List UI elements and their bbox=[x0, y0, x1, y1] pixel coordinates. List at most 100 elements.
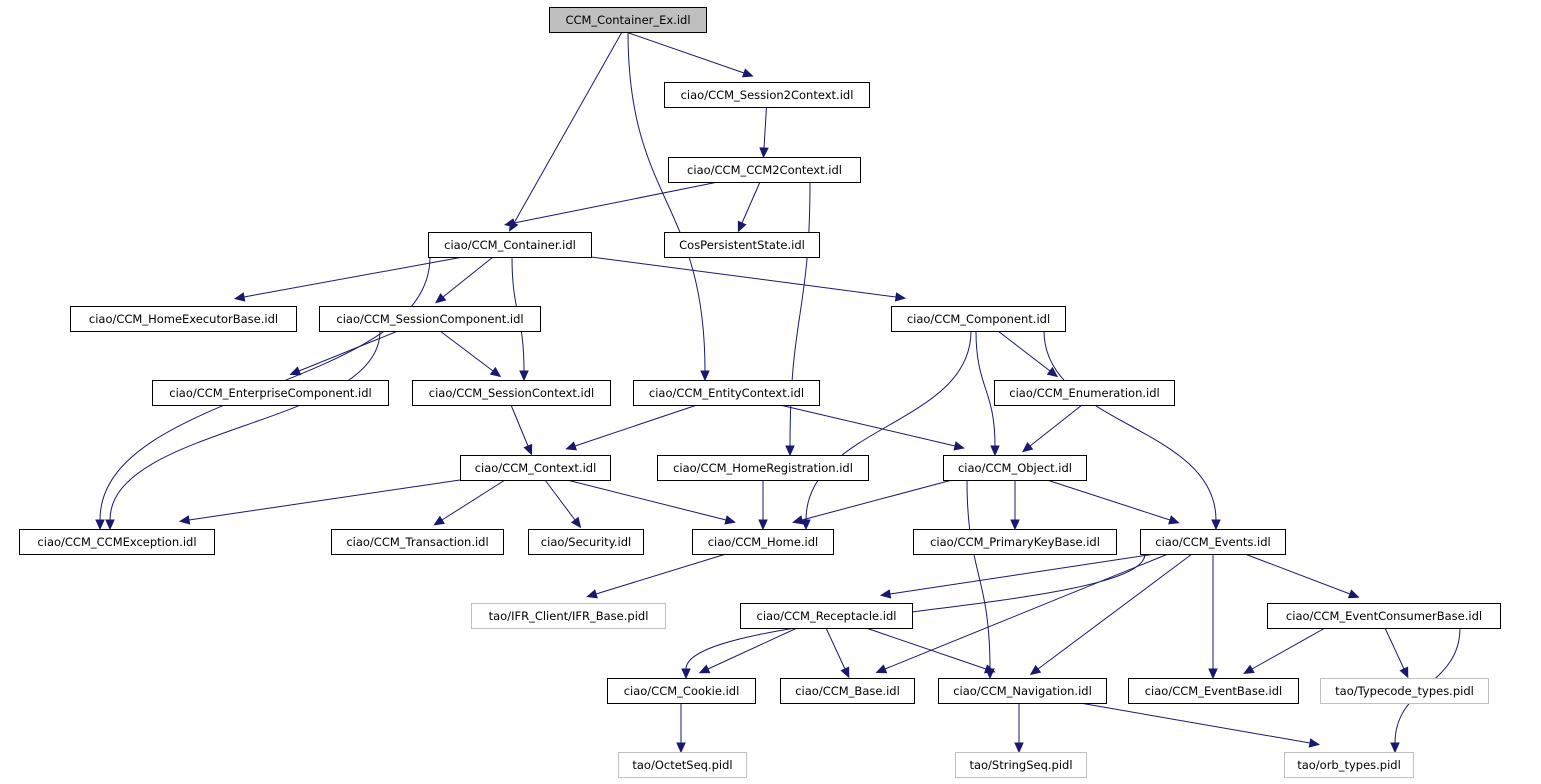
edge-context-to-ccmexc bbox=[188, 479, 461, 521]
node-sessctx[interactable]: ciao/CCM_SessionContext.idl bbox=[412, 380, 611, 406]
node-box[interactable] bbox=[19, 529, 215, 555]
node-box[interactable] bbox=[331, 529, 504, 555]
node-label: ciao/CCM_Receptacle.idl bbox=[757, 609, 897, 623]
node-transaction[interactable]: ciao/CCM_Transaction.idl bbox=[331, 529, 504, 555]
node-box[interactable] bbox=[460, 455, 611, 481]
node-label: ciao/CCM_Component.idl bbox=[907, 312, 1050, 326]
node-box[interactable] bbox=[471, 603, 666, 629]
edge-object-to-events bbox=[1046, 479, 1171, 521]
node-label: ciao/CCM_SessionContext.idl bbox=[429, 386, 594, 400]
arrowhead-container-to-component bbox=[894, 292, 907, 302]
node-box[interactable] bbox=[528, 529, 644, 555]
edge-component-to-object bbox=[975, 330, 996, 447]
edge-ccm2ctx-to-homereg bbox=[789, 181, 811, 447]
edge-enumeration-to-object bbox=[1029, 404, 1083, 447]
node-octetseq[interactable]: tao/OctetSeq.pidl bbox=[618, 752, 747, 778]
node-label: ciao/CCM_Context.idl bbox=[475, 461, 597, 475]
node-box[interactable] bbox=[657, 455, 869, 481]
node-evconsumer[interactable]: ciao/CCM_EventConsumerBase.idl bbox=[1267, 603, 1501, 629]
node-box[interactable] bbox=[668, 157, 861, 183]
arrowhead-ccm2ctx-to-homereg bbox=[785, 445, 795, 457]
node-box[interactable] bbox=[152, 380, 389, 406]
node-events[interactable]: ciao/CCM_Events.idl bbox=[1140, 529, 1286, 555]
arrowhead-navigation-to-orbtypes bbox=[1308, 738, 1321, 748]
node-box[interactable] bbox=[1284, 752, 1414, 778]
node-homereg[interactable]: ciao/CCM_HomeRegistration.idl bbox=[657, 455, 869, 481]
node-sesscomp[interactable]: ciao/CCM_SessionComponent.idl bbox=[319, 306, 541, 332]
edge-navigation-to-orbtypes bbox=[1079, 702, 1311, 744]
edge-events-to-evconsumer bbox=[1244, 553, 1351, 595]
edge-events-to-receptacle bbox=[889, 553, 1156, 595]
edge-events-to-base bbox=[884, 553, 1169, 670]
arrowhead-object-to-home bbox=[792, 515, 804, 525]
node-root[interactable]: CCM_Container_Ex.idl bbox=[549, 7, 707, 33]
node-orbtypes[interactable]: tao/orb_types.pidl bbox=[1284, 752, 1414, 778]
node-context[interactable]: ciao/CCM_Context.idl bbox=[460, 455, 611, 481]
node-box[interactable] bbox=[943, 455, 1087, 481]
node-object[interactable]: ciao/CCM_Object.idl bbox=[943, 455, 1087, 481]
node-receptacle[interactable]: ciao/CCM_Receptacle.idl bbox=[740, 603, 913, 629]
node-base[interactable]: ciao/CCM_Base.idl bbox=[780, 678, 915, 704]
node-entityctx[interactable]: ciao/CCM_EntityContext.idl bbox=[633, 380, 820, 406]
node-box[interactable] bbox=[607, 678, 756, 704]
node-ccm2ctx[interactable]: ciao/CCM_CCM2Context.idl bbox=[668, 157, 861, 183]
edge-receptacle-to-cookie bbox=[707, 627, 798, 670]
node-ccmexc[interactable]: ciao/CCM_CCMException.idl bbox=[19, 529, 215, 555]
arrowhead-entityctx-to-context bbox=[565, 441, 577, 451]
arrowhead-context-to-transaction bbox=[433, 515, 445, 526]
node-evbase[interactable]: ciao/CCM_EventBase.idl bbox=[1128, 678, 1299, 704]
node-box[interactable] bbox=[1128, 678, 1299, 704]
node-box[interactable] bbox=[780, 678, 915, 704]
node-ifrbase[interactable]: tao/IFR_Client/IFR_Base.pidl bbox=[471, 603, 666, 629]
node-box[interactable] bbox=[633, 380, 820, 406]
node-cookie[interactable]: ciao/CCM_Cookie.idl bbox=[607, 678, 756, 704]
node-box[interactable] bbox=[1267, 603, 1501, 629]
arrowhead-events-to-evbase bbox=[1208, 668, 1218, 680]
node-component[interactable]: ciao/CCM_Component.idl bbox=[891, 306, 1066, 332]
node-stringseq[interactable]: tao/StringSeq.pidl bbox=[955, 752, 1087, 778]
node-box[interactable] bbox=[70, 306, 297, 332]
node-box[interactable] bbox=[994, 380, 1175, 406]
node-box[interactable] bbox=[549, 7, 707, 33]
node-home[interactable]: ciao/CCM_Home.idl bbox=[692, 529, 834, 555]
node-box[interactable] bbox=[955, 752, 1087, 778]
node-s2ctx[interactable]: ciao/CCM_Session2Context.idl bbox=[664, 82, 870, 108]
node-enumeration[interactable]: ciao/CCM_Enumeration.idl bbox=[994, 380, 1175, 406]
arrowhead-object-to-pkbase bbox=[1010, 519, 1020, 531]
node-box[interactable] bbox=[1140, 529, 1286, 555]
node-box[interactable] bbox=[664, 232, 820, 258]
arrowhead-evconsumer-to-orbtypes bbox=[1390, 742, 1400, 754]
node-box[interactable] bbox=[692, 529, 834, 555]
node-box[interactable] bbox=[618, 752, 747, 778]
node-box[interactable] bbox=[740, 603, 913, 629]
node-box[interactable] bbox=[412, 380, 611, 406]
edge-root-to-entityctx bbox=[627, 31, 706, 372]
node-cospers[interactable]: CosPersistentState.idl bbox=[664, 232, 820, 258]
node-box[interactable] bbox=[319, 306, 541, 332]
node-box[interactable] bbox=[913, 529, 1117, 555]
node-entcomp[interactable]: ciao/CCM_EnterpriseComponent.idl bbox=[152, 380, 389, 406]
node-navigation[interactable]: ciao/CCM_Navigation.idl bbox=[938, 678, 1107, 704]
node-label: ciao/CCM_PrimaryKeyBase.idl bbox=[930, 535, 1100, 549]
node-box[interactable] bbox=[1320, 678, 1489, 704]
arrowhead-ccm2ctx-to-cospers bbox=[737, 220, 747, 233]
node-layer: CCM_Container_Ex.idl ciao/CCM_Session2Con… bbox=[19, 7, 1501, 778]
arrowhead-object-to-events bbox=[1168, 515, 1180, 525]
node-box[interactable] bbox=[891, 306, 1066, 332]
node-label: tao/IFR_Client/IFR_Base.pidl bbox=[489, 609, 649, 623]
node-box[interactable] bbox=[428, 232, 592, 258]
node-box[interactable] bbox=[664, 82, 870, 108]
node-container[interactable]: ciao/CCM_Container.idl bbox=[428, 232, 592, 258]
arrowhead-container-to-ccmexc bbox=[95, 519, 105, 531]
edge-events-to-navigation bbox=[1037, 553, 1193, 670]
node-typecode[interactable]: tao/Typecode_types.pidl bbox=[1320, 678, 1489, 704]
arrowhead-home-to-ifrbase bbox=[586, 589, 598, 599]
arrowhead-component-to-events bbox=[1211, 519, 1221, 531]
node-homeexec[interactable]: ciao/CCM_HomeExecutorBase.idl bbox=[70, 306, 297, 332]
node-security[interactable]: ciao/Security.idl bbox=[528, 529, 644, 555]
node-box[interactable] bbox=[938, 678, 1107, 704]
node-label: ciao/CCM_Enumeration.idl bbox=[1009, 386, 1159, 400]
edge-sessctx-to-context bbox=[510, 404, 529, 447]
node-pkbase[interactable]: ciao/CCM_PrimaryKeyBase.idl bbox=[913, 529, 1117, 555]
edge-entityctx-to-context bbox=[574, 404, 698, 447]
